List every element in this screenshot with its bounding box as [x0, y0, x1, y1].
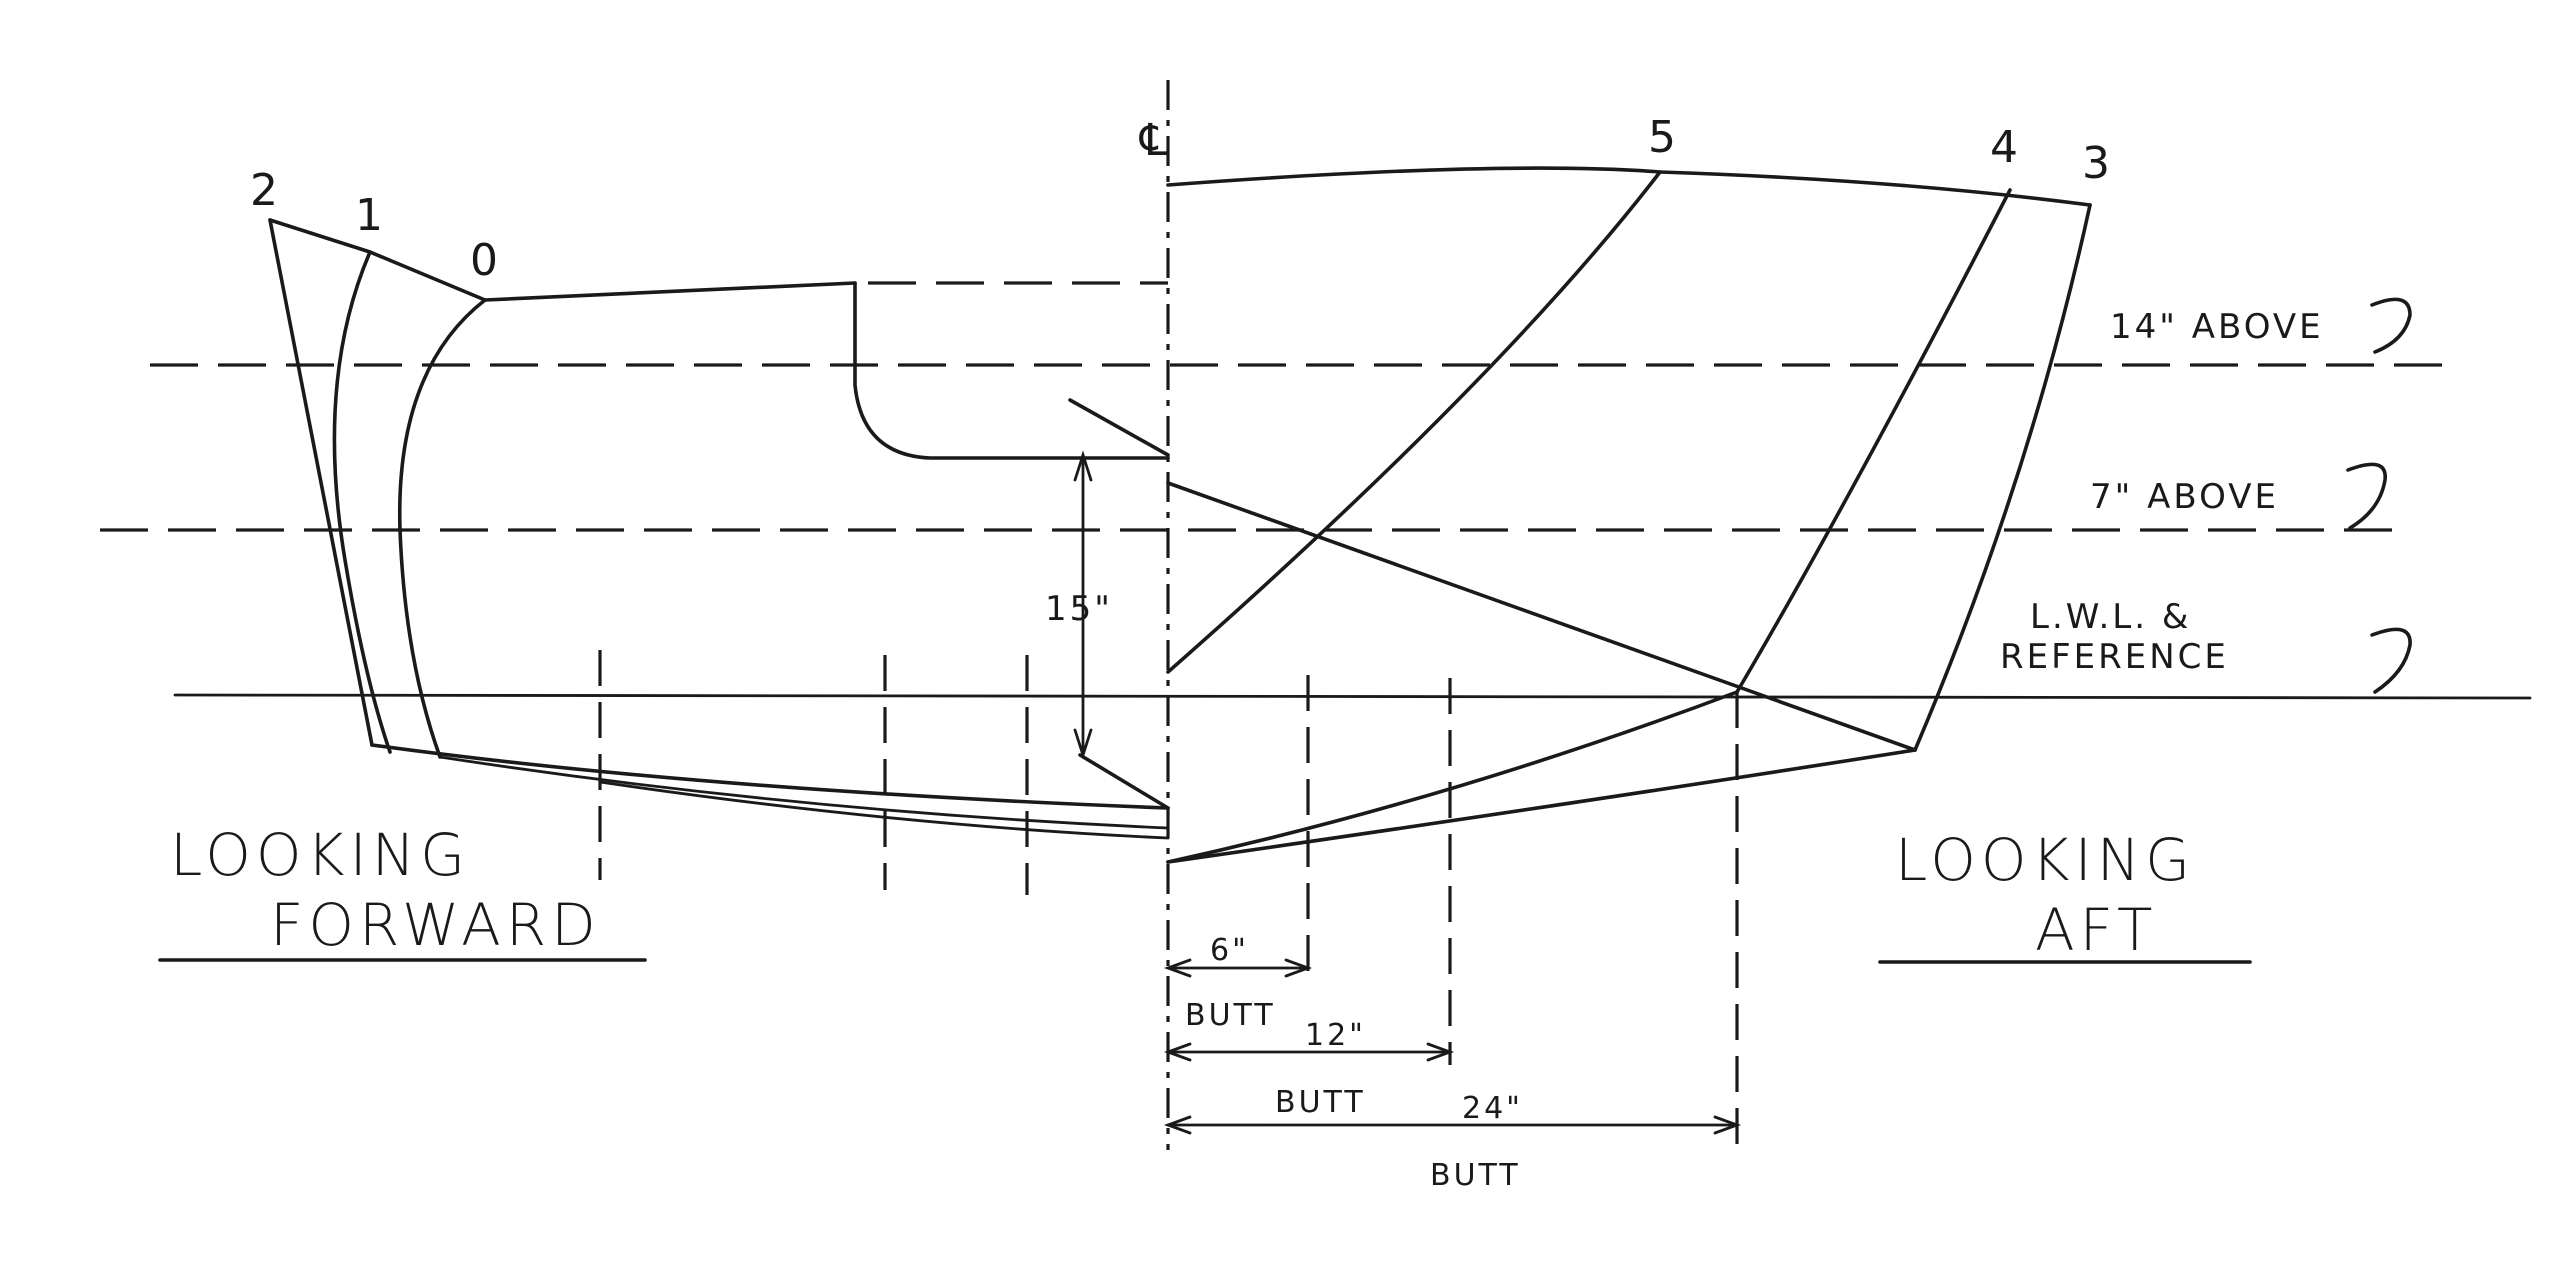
butt-6-value: 6" [1210, 933, 1249, 968]
butt-24-value: 24" [1462, 1091, 1523, 1126]
station-2-section [268, 218, 374, 747]
station-4-label: 4 [1990, 122, 2018, 173]
butt-12-value: 12" [1305, 1018, 1366, 1053]
butt-24-label: BUTT [1430, 1158, 1521, 1193]
aft-bottom-station-4 [1166, 690, 1739, 864]
butt-24-arrow-right [1713, 1115, 1742, 1135]
dimension-15-label: 15" [1045, 589, 1113, 629]
looking-forward-label-2: FORWARD [270, 891, 601, 959]
forward-station-sheer [268, 218, 487, 302]
waterline-lwl-reference [173, 693, 2532, 700]
butt-24-arrow-left [1163, 1115, 1192, 1135]
waterline-lwl-pointer [2370, 627, 2412, 694]
station-3-label: 3 [2082, 138, 2110, 189]
butt-12-arrow-left [1163, 1042, 1192, 1062]
waterline-7-pointer [2346, 462, 2387, 530]
dimension-15-arrow-bottom [1073, 728, 1093, 760]
aft-diagonal [1166, 481, 1917, 752]
forward-bottom-line-3 [598, 780, 1170, 840]
waterline-7-label: 7" ABOVE [2090, 477, 2279, 517]
butt-6-arrow-left [1163, 958, 1192, 978]
forward-diagonal [1068, 398, 1170, 457]
station-5-section [1166, 170, 1662, 674]
looking-aft-label-1: LOOKING [1895, 826, 2195, 894]
looking-aft-label-2: AFT [2035, 896, 2157, 964]
butt-6-arrow-right [1284, 958, 1313, 978]
dimension-15-arrow-top [1073, 450, 1093, 482]
station-0-label: 0 [470, 235, 498, 286]
butt-6-label: BUTT [1185, 998, 1276, 1033]
butt-12-arrow-right [1426, 1042, 1455, 1062]
waterline-lwl-label-2: REFERENCE [2000, 637, 2229, 677]
station-0-section [397, 298, 487, 759]
waterline-14-pointer [2370, 297, 2412, 354]
station-1-label: 1 [355, 190, 383, 241]
station-2-label: 2 [250, 165, 278, 216]
waterline-14-label: 14" ABOVE [2110, 307, 2324, 347]
forward-bottom-line [370, 743, 1170, 810]
aft-sheer-line [1166, 166, 2092, 207]
waterline-lwl-label-1: L.W.L. & [2030, 597, 2191, 637]
station-5-label: 5 [1648, 112, 1676, 163]
looking-forward-label-1: LOOKING [170, 821, 470, 889]
forward-keel-detail [1078, 753, 1170, 810]
forward-transom-step [853, 281, 1170, 460]
forward-sheer-line [483, 281, 857, 302]
station-4-section [1735, 188, 2012, 694]
butt-12-label: BUTT [1275, 1085, 1366, 1120]
station-1-section [332, 250, 392, 754]
aft-bottom-station-3 [1166, 748, 1917, 864]
centerline-symbol: ℄ [1139, 115, 1169, 166]
station-3-section [1913, 203, 2092, 752]
forward-bottom-line-2 [438, 755, 1170, 830]
